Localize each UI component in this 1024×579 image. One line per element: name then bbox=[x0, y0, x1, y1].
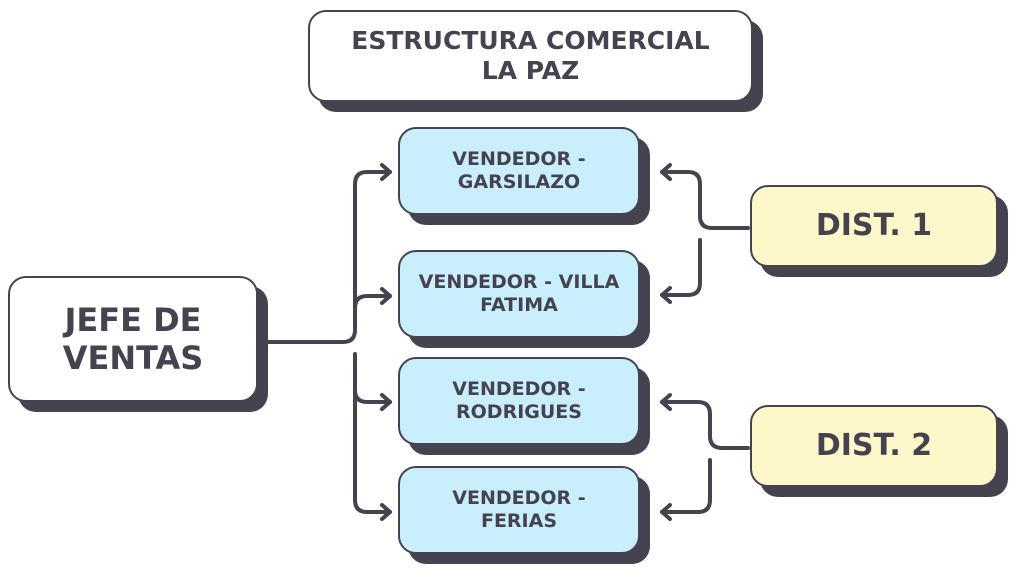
seller-label: VENDEDOR - RODRIGUES bbox=[452, 378, 586, 423]
diagram-title: ESTRUCTURA COMERCIAL LA PAZ bbox=[351, 26, 710, 85]
seller-node-rodrigues: VENDEDOR - RODRIGUES bbox=[398, 357, 640, 445]
arrowhead bbox=[380, 393, 392, 411]
arrowhead bbox=[380, 287, 392, 305]
diagram-title-box: ESTRUCTURA COMERCIAL LA PAZ bbox=[308, 10, 753, 102]
distributor-label: DIST. 2 bbox=[815, 428, 933, 463]
seller-label: VENDEDOR - FERIAS bbox=[452, 487, 586, 532]
seller-node-villa-fatima: VENDEDOR - VILLA FATIMA bbox=[398, 250, 640, 338]
arrowhead bbox=[660, 163, 672, 181]
connector-dist1 bbox=[660, 170, 750, 297]
distributor-node-2: DIST. 2 bbox=[750, 405, 998, 487]
arrowhead bbox=[660, 503, 672, 521]
connector-manager-to-seller-2 bbox=[353, 294, 392, 310]
connector-dist2 bbox=[660, 400, 750, 514]
manager-node: JEFE DE VENTAS bbox=[8, 276, 258, 402]
seller-node-garsilazo: VENDEDOR - GARSILAZO bbox=[398, 127, 640, 215]
seller-label: VENDEDOR - GARSILAZO bbox=[452, 148, 586, 193]
connector-manager-to-seller-3 bbox=[353, 388, 392, 404]
arrowhead bbox=[660, 286, 672, 304]
arrowhead bbox=[380, 503, 392, 521]
arrowhead bbox=[380, 163, 392, 181]
arrowhead bbox=[660, 393, 672, 411]
distributor-node-1: DIST. 1 bbox=[750, 185, 998, 267]
connector-manager-bus bbox=[260, 170, 392, 514]
seller-node-ferias: VENDEDOR - FERIAS bbox=[398, 466, 640, 554]
distributor-label: DIST. 1 bbox=[815, 208, 933, 243]
manager-label: JEFE DE VENTAS bbox=[62, 300, 204, 377]
seller-label: VENDEDOR - VILLA FATIMA bbox=[418, 271, 620, 316]
